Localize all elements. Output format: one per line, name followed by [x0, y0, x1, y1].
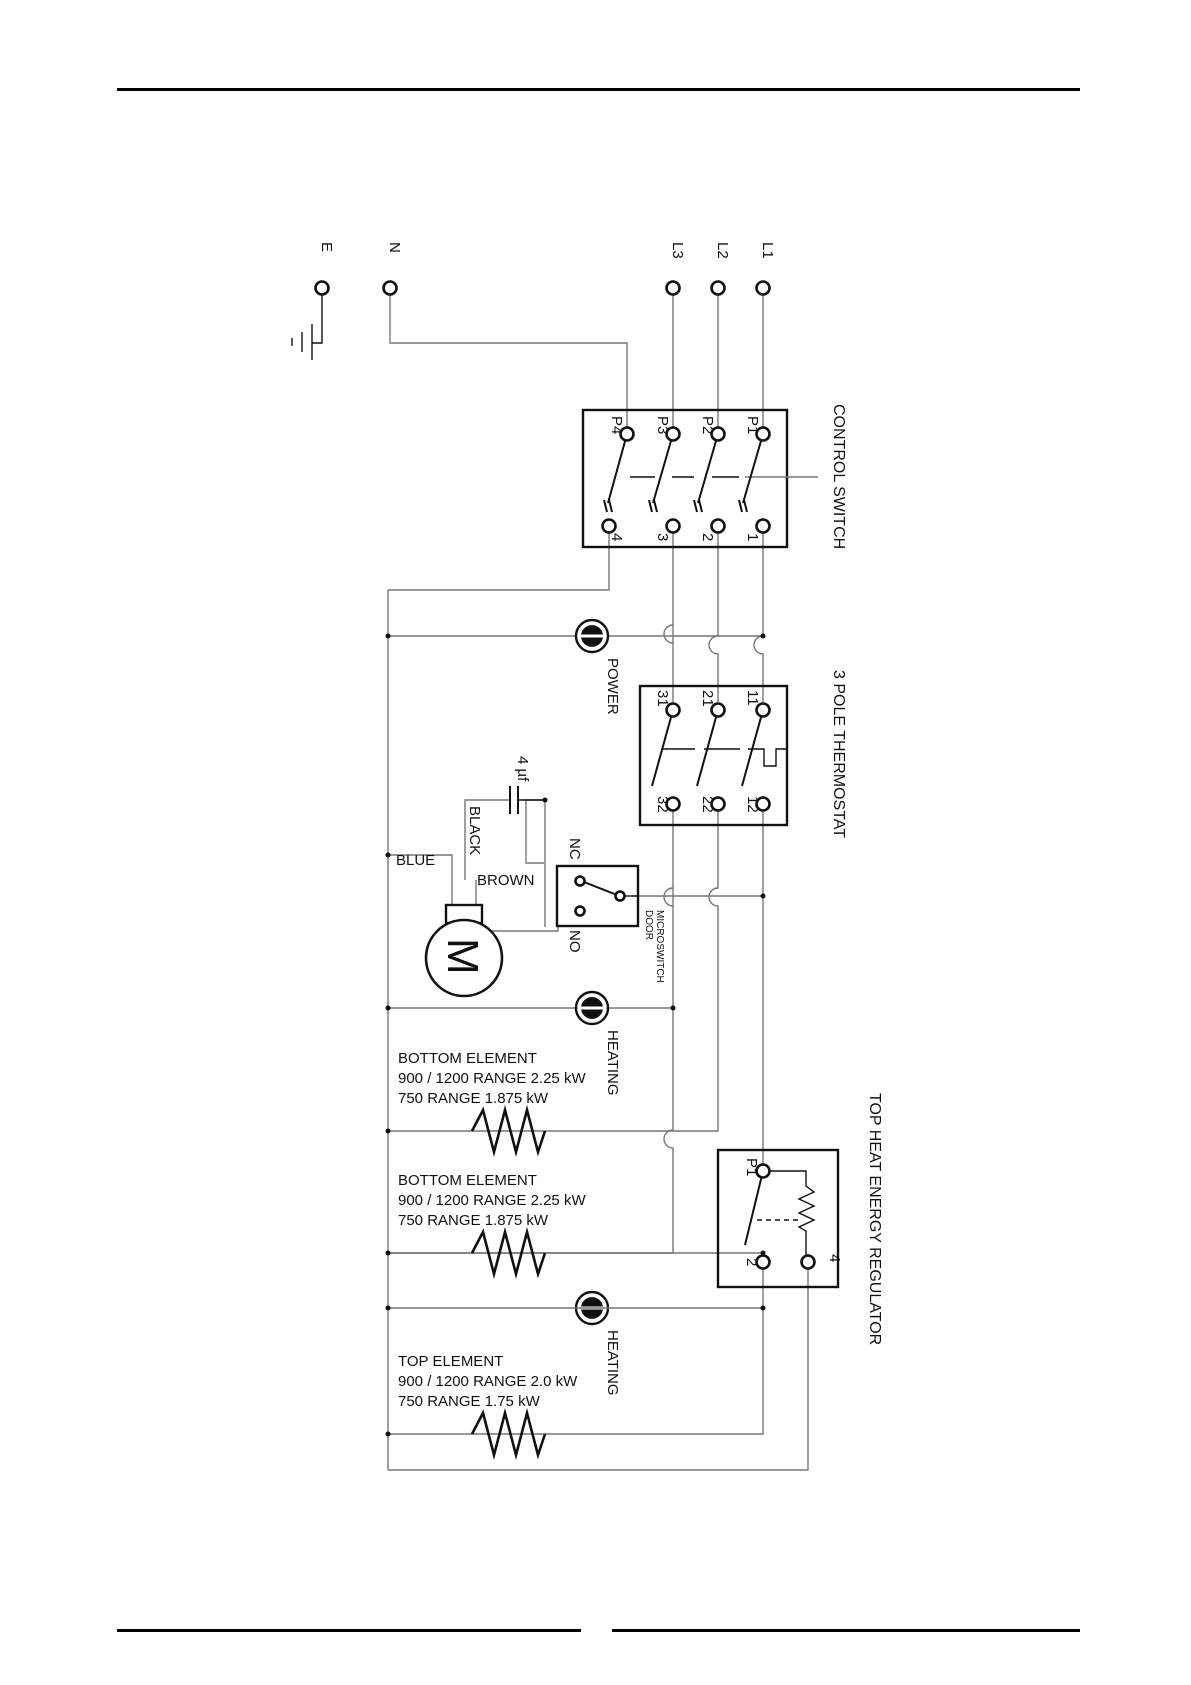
- element-1-line2: 900 / 1200 RANGE 2.25 kW: [398, 1070, 586, 1087]
- motor-blue-label: BLUE: [396, 852, 435, 869]
- door-title-line2: MICROSWITCH: [654, 910, 665, 983]
- label-l1: L1: [759, 242, 776, 259]
- door-no-label: NO: [566, 930, 583, 953]
- th-term-21: 21: [699, 690, 716, 707]
- thermostat: 31 21 11 32 22 12 3 POLE THERMOSTAT: [638, 670, 847, 838]
- cs-term-p1: P1: [744, 416, 761, 434]
- bottom-element-1: BOTTOM ELEMENT 900 / 1200 RANGE 2.25 kW …: [398, 1050, 586, 1158]
- cs-term-2: 2: [699, 533, 716, 541]
- reg-term-4: 4: [826, 1254, 843, 1262]
- label-n: N: [386, 242, 403, 253]
- element-3-line1: TOP ELEMENT: [398, 1353, 503, 1370]
- fan-motor: 4 µf M BLACK BROWN BLUE: [396, 756, 545, 998]
- element-2-line1: BOTTOM ELEMENT: [398, 1172, 537, 1189]
- power-lamp: POWER: [574, 618, 621, 715]
- heating-lamp-1-label: HEATING: [604, 1030, 621, 1096]
- th-term-31: 31: [654, 690, 671, 707]
- thermostat-title: 3 POLE THERMOSTAT: [830, 670, 847, 838]
- label-l3: L3: [669, 242, 686, 259]
- motor-brown-label: BROWN: [477, 872, 535, 889]
- cs-term-3: 3: [654, 533, 671, 541]
- reg-term-2: 2: [743, 1258, 760, 1266]
- element-3-line2: 900 / 1200 RANGE 2.0 kW: [398, 1373, 578, 1390]
- door-nc-label: NC: [566, 838, 583, 860]
- th-term-22: 22: [699, 796, 716, 813]
- label-e: E: [318, 242, 335, 252]
- label-l2: L2: [714, 242, 731, 259]
- motor-black-label: BLACK: [466, 806, 483, 855]
- th-term-12: 12: [744, 796, 761, 813]
- energy-regulator: P1 2 4 TOP HEAT ENERGY REGULATOR: [716, 1093, 883, 1345]
- top-element: TOP ELEMENT 900 / 1200 RANGE 2.0 kW 750 …: [398, 1353, 578, 1461]
- footer-rule-right: [612, 1629, 1080, 1632]
- cs-term-p4: P4: [608, 416, 625, 434]
- supply-terminals: E N L3 L2 L1: [318, 242, 776, 259]
- power-lamp-label: POWER: [604, 658, 621, 715]
- wires: [291, 295, 809, 1471]
- footer-rule-left: [117, 1629, 581, 1632]
- door-microswitch: NC NO DOOR MICROSWITCH: [555, 838, 665, 983]
- control-switch-title: CONTROL SWITCH: [830, 404, 847, 549]
- capacitor-label: 4 µf: [514, 756, 531, 782]
- th-term-32: 32: [654, 796, 671, 813]
- control-switch: P4 P3 P2 P1 4 3 2 1 CONTROL SWITCH: [581, 404, 847, 549]
- motor-symbol: M: [438, 938, 487, 975]
- regulator-title: TOP HEAT ENERGY REGULATOR: [866, 1093, 883, 1345]
- supply-terminal-circles: [314, 280, 771, 296]
- th-term-11: 11: [744, 690, 761, 706]
- element-3-line3: 750 RANGE 1.75 kW: [398, 1393, 541, 1410]
- element-2-line3: 750 RANGE 1.875 kW: [398, 1212, 549, 1229]
- cs-term-4: 4: [608, 533, 625, 541]
- cs-term-p2: P2: [699, 416, 716, 434]
- header-rule: [117, 88, 1080, 91]
- element-1-line3: 750 RANGE 1.875 kW: [398, 1090, 549, 1107]
- bottom-element-2: BOTTOM ELEMENT 900 / 1200 RANGE 2.25 kW …: [398, 1172, 586, 1280]
- reg-term-p1: P1: [743, 1158, 760, 1176]
- element-2-line2: 900 / 1200 RANGE 2.25 kW: [398, 1192, 586, 1209]
- cs-term-1: 1: [744, 533, 761, 541]
- heating-lamp-2-label: HEATING: [604, 1330, 621, 1396]
- door-title-line1: DOOR: [643, 910, 654, 940]
- heating-lamp-1: HEATING: [574, 990, 621, 1096]
- cs-term-p3: P3: [654, 416, 671, 434]
- element-1-line1: BOTTOM ELEMENT: [398, 1050, 537, 1067]
